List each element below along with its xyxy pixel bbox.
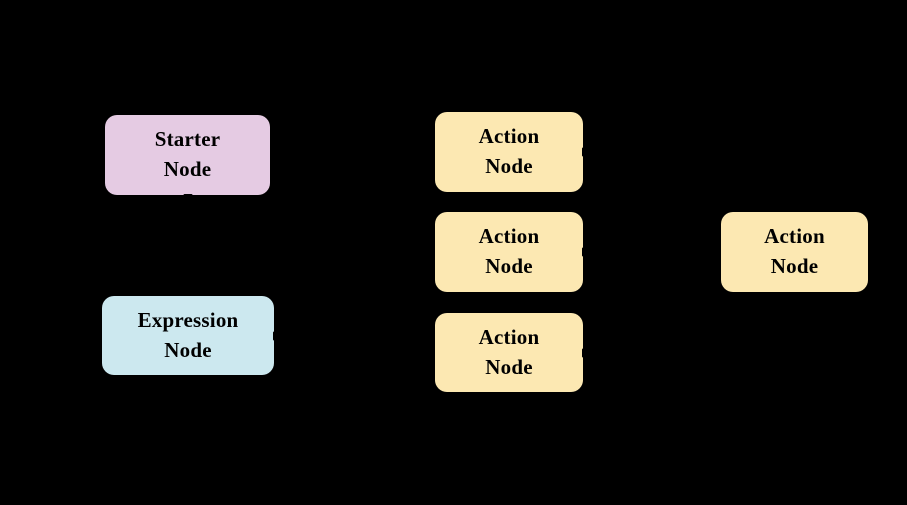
connection-port-bottom-icon[interactable] [183, 194, 192, 199]
node-label-line2: Node [770, 254, 819, 278]
node-label-line1: Action [478, 224, 540, 249]
node-label-line1: Action [478, 124, 540, 149]
connection-port-right-icon[interactable] [582, 147, 587, 157]
node-label-line1: Action [764, 224, 825, 249]
connection-port-right-icon[interactable] [582, 247, 587, 257]
node-label-line1: Expression [137, 307, 239, 332]
connection-port-right-icon[interactable] [273, 331, 278, 340]
node-label-line2: Node [485, 154, 533, 178]
node-label-line2: Node [163, 157, 212, 181]
node-label-line2: Node [485, 254, 533, 278]
node-label-line2: Node [485, 354, 533, 379]
node-label-line2: Node [164, 337, 212, 362]
node-label-line1: Action [478, 324, 540, 349]
node-label-line1: Starter [154, 127, 221, 152]
connection-port-right-icon[interactable] [582, 348, 587, 357]
